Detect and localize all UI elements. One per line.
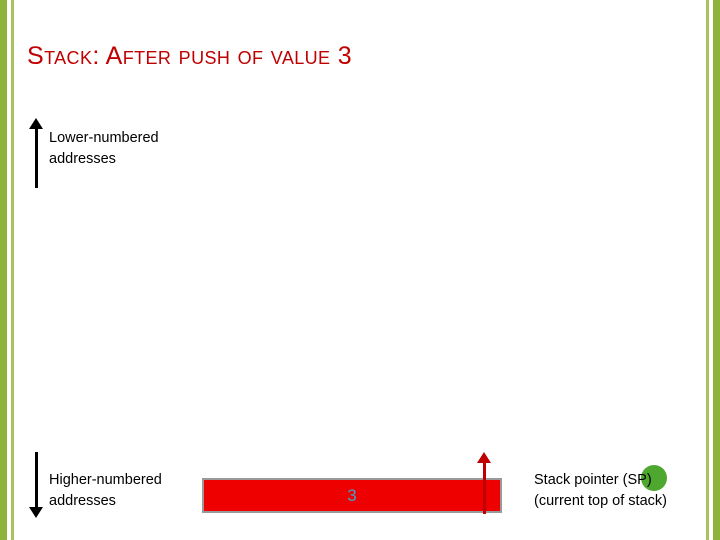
stack-pointer-arrow-head <box>477 452 491 463</box>
stack-pointer-label-line1: Stack pointer (SP) <box>534 472 652 488</box>
right-accent-bar-outer <box>713 0 720 540</box>
lower-addresses-label: Lower-numbered addresses <box>49 130 159 167</box>
down-arrow-shaft <box>35 452 38 510</box>
stack-pointer-label-line2: (current top of stack) <box>534 493 667 509</box>
stack-pointer-arrow-shaft <box>483 459 486 514</box>
slide-title: Stack: After push of value 3 <box>27 42 353 70</box>
higher-addresses-label: Higher-numbered addresses <box>49 472 162 509</box>
left-accent-bar-outer <box>0 0 7 540</box>
up-arrow-head <box>29 118 43 129</box>
green-circle-icon <box>641 465 667 491</box>
stack-cell-value: 3 <box>347 485 357 505</box>
up-arrow-shaft <box>35 125 38 188</box>
stack-pointer-arrow-icon <box>474 452 496 514</box>
left-accent-bar-inner <box>11 0 14 540</box>
down-arrow-icon <box>26 452 48 520</box>
down-arrow-head <box>29 507 43 518</box>
up-arrow-icon <box>26 118 48 188</box>
stack-cell: 3 <box>202 478 502 513</box>
stack-pointer-label: Stack pointer (SP) (current top of stack… <box>534 470 720 512</box>
right-accent-bar-inner <box>706 0 709 540</box>
